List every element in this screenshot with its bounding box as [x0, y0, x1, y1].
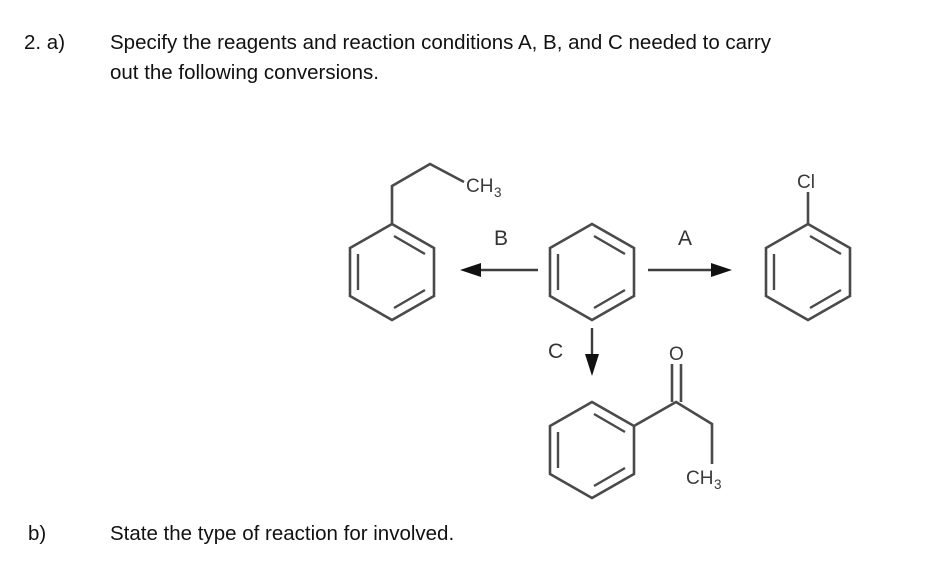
- arrow-c: C: [548, 328, 599, 376]
- propylbenzene-ch3-label: CH: [466, 176, 493, 197]
- arrow-a: A: [648, 227, 732, 277]
- question-2a: 2. a) Specify the reagents and reaction …: [24, 28, 771, 88]
- question-2b-number: b): [28, 522, 47, 545]
- question-2a-number: 2. a): [24, 31, 66, 54]
- propiophenone-inner-bond-2: [593, 412, 626, 434]
- propiophenone-ch3-label: CH: [686, 468, 713, 489]
- propylbenzene-propyl-chain: [390, 162, 465, 224]
- propylbenzene-inner-bond-3: [393, 288, 426, 310]
- question-2a-text: Specify the reagents and reaction condit…: [110, 28, 771, 88]
- propiophenone-acyl-chain: [633, 400, 714, 464]
- propiophenone-oxygen-label: O: [669, 344, 684, 365]
- arrow-c-head: [585, 354, 599, 376]
- benzene-inner-bond-2: [593, 234, 626, 256]
- reagent-label-b: B: [494, 227, 508, 250]
- propylbenzene-inner-bond-2: [393, 234, 426, 256]
- chlorobenzene-cl-label: Cl: [797, 172, 815, 193]
- chlorobenzene-ring: [764, 222, 852, 322]
- propiophenone-ring: [548, 400, 636, 500]
- reagent-label-a: A: [678, 227, 692, 250]
- reaction-scheme: CH 3 B A Cl: [0, 120, 944, 500]
- propiophenone-ch3-subscript: 3: [714, 477, 722, 492]
- structure-benzene: [548, 222, 636, 322]
- arrow-b: B: [460, 227, 538, 277]
- chlorobenzene-inner-bond-3: [809, 288, 842, 310]
- question-2b-line-1: State the type of reaction for involved.: [110, 522, 455, 545]
- structure-propylbenzene: CH 3: [348, 162, 502, 322]
- chlorobenzene-inner-bond-2: [809, 234, 842, 256]
- question-2a-line-1: Specify the reagents and reaction condit…: [110, 31, 771, 54]
- structure-chlorobenzene: Cl: [764, 172, 852, 322]
- question-2a-line-2: out the following conversions.: [110, 61, 379, 84]
- benzene-inner-bond-3: [593, 288, 626, 310]
- propylbenzene-ch3-subscript: 3: [494, 185, 502, 200]
- arrow-a-head: [711, 263, 732, 277]
- propiophenone-inner-bond-3: [593, 466, 626, 488]
- arrow-b-head: [460, 263, 481, 277]
- reagent-label-c: C: [548, 340, 563, 363]
- question-2b-text: State the type of reaction for involved.: [110, 519, 454, 549]
- question-2b: b) State the type of reaction for involv…: [28, 519, 454, 549]
- propylbenzene-ring: [348, 222, 436, 322]
- benzene-ring: [548, 222, 636, 322]
- structure-propiophenone: O CH 3: [548, 344, 722, 500]
